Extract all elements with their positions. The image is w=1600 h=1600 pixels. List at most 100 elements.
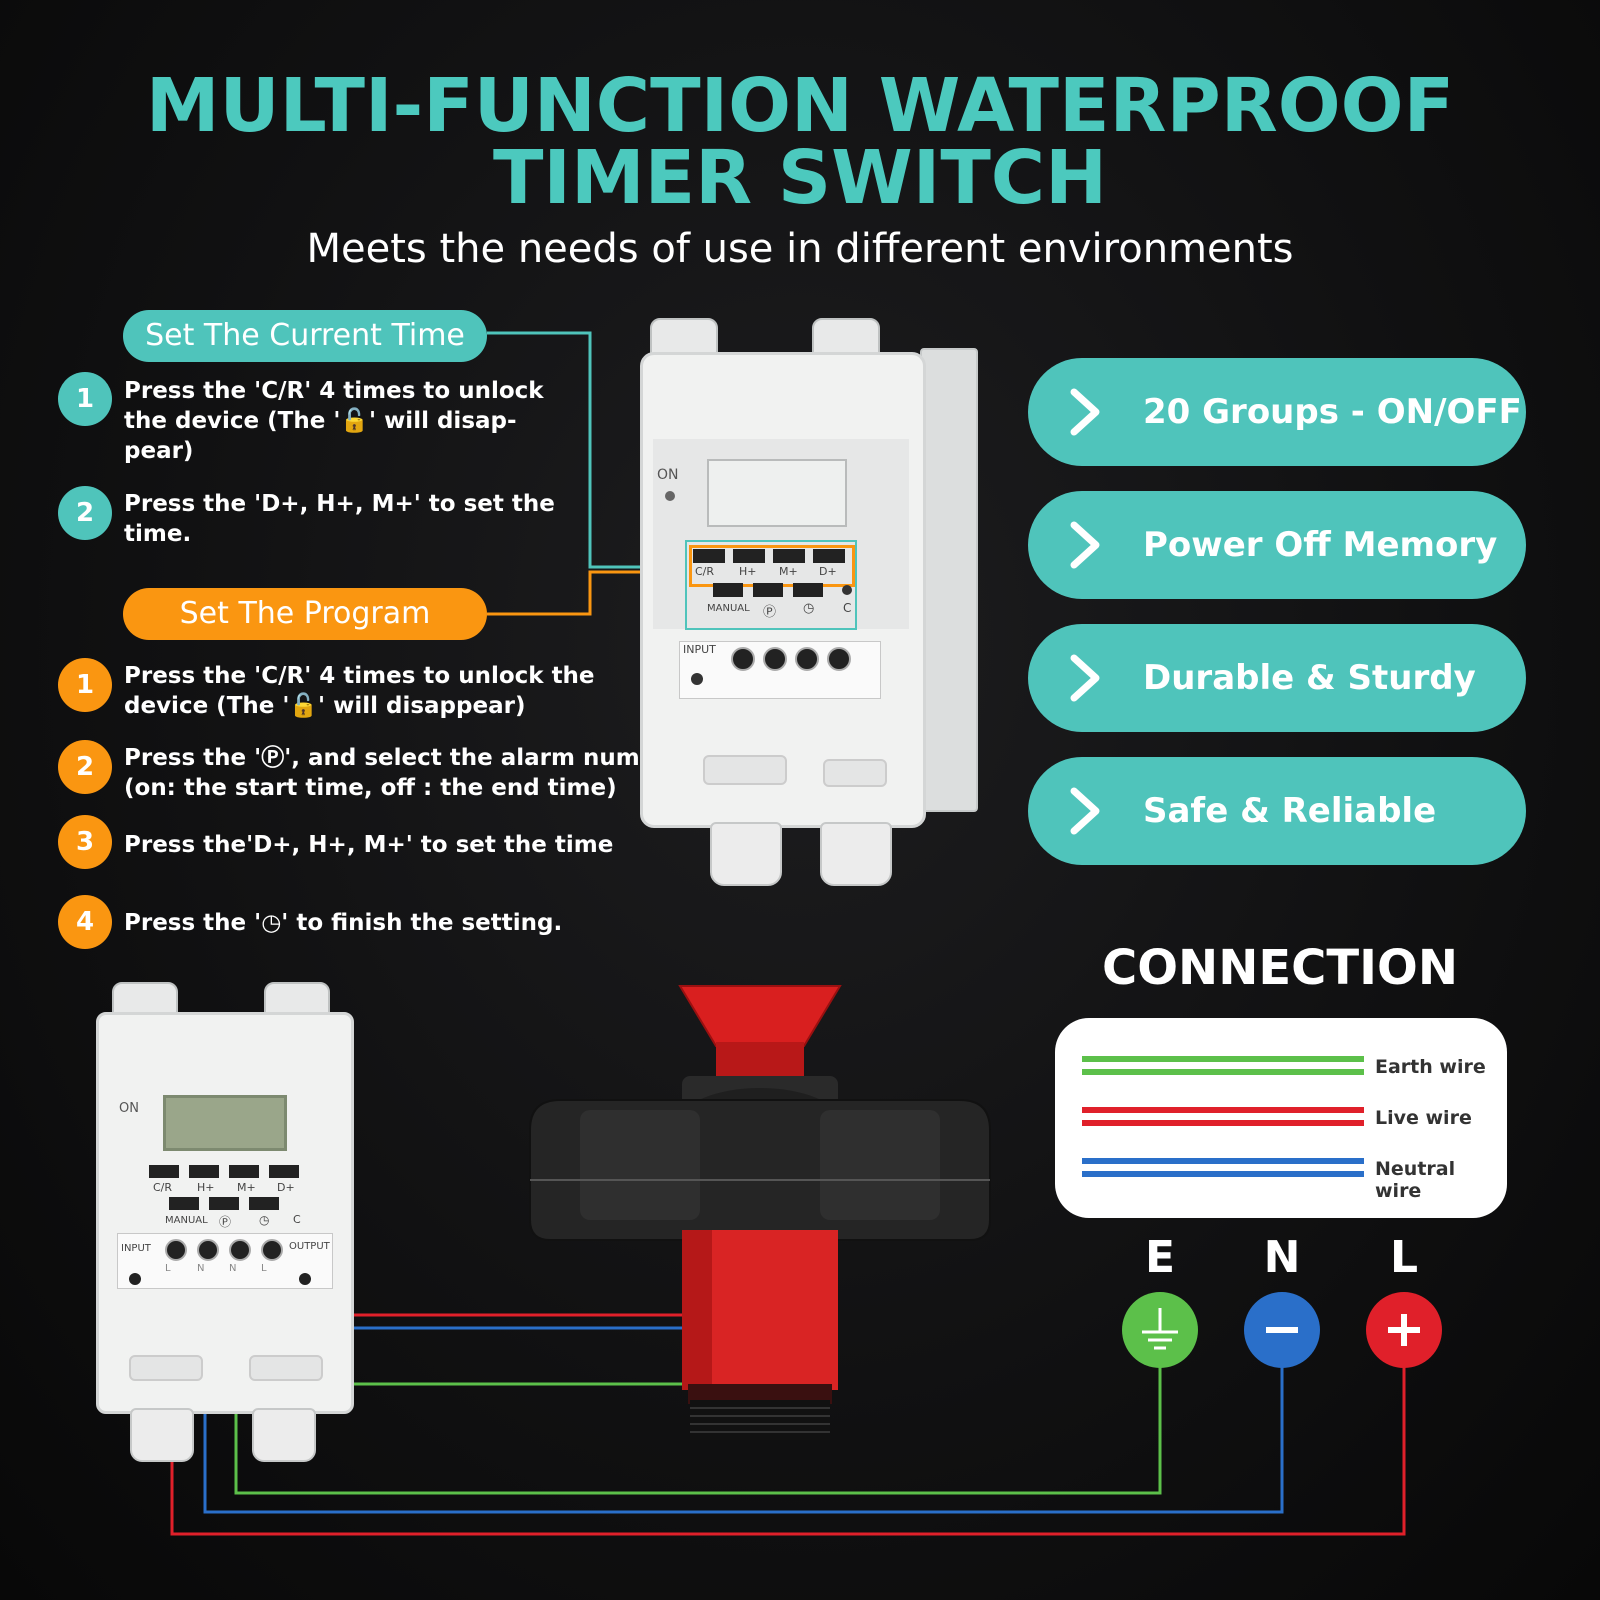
button-m-plus[interactable] [773,549,805,563]
program-step-2: Press the 'Ⓟ', and select the alarm numb… [124,743,683,803]
button-d-plus[interactable] [813,549,845,563]
wire-earth-to-terminal [234,1365,1162,1495]
current-time-step-1-number: 1 [58,372,112,426]
minus-icon [1266,1327,1298,1333]
step-line: device (The '🔓' will disappear) [124,693,526,719]
plus-icon [1388,1314,1420,1346]
label-m-plus: M+ [237,1181,256,1194]
chevron-right-icon [1070,654,1100,702]
feature-memory: Power Off Memory [1028,491,1526,599]
label-h-plus: H+ [197,1181,215,1194]
gland-cap [129,1355,203,1381]
connection-title: CONNECTION [1102,940,1458,996]
page-subtitle: Meets the needs of use in different envi… [306,226,1294,272]
neutral-wire-swatch [1082,1158,1364,1177]
program-step-4: Press the '◷' to finish the setting. [124,908,562,938]
feature-durable: Durable & Sturdy [1028,624,1526,732]
box-body: ON C/R H+ M+ D+ MANUAL Ⓟ ◷ C INPUT OUTPU… [96,1012,354,1414]
feature-groups: 20 Groups - ON/OFF [1028,358,1526,466]
input-dot [129,1273,141,1285]
page-title-line2: TIMER SWITCH [492,135,1108,221]
current-time-pill: Set The Current Time [123,310,487,362]
terminal-screw [795,647,819,671]
current-time-step-2-number: 2 [58,486,112,540]
terminal-label: N [197,1263,205,1274]
terminal-screw [165,1239,187,1261]
feature-safe: Safe & Reliable [1028,757,1526,865]
feature-label: Safe & Reliable [1143,791,1437,831]
pump-cylinder-shade [682,1230,712,1390]
gland-cap [249,1355,323,1381]
label-input: INPUT [683,643,716,656]
page-title-line1: MULTI-FUNCTION WATERPROOF [145,63,1455,149]
terminal-neutral [1244,1292,1320,1368]
terminal-letter-n: N [1263,1232,1301,1283]
feature-label: Durable & Sturdy [1143,658,1476,698]
button-cr[interactable] [693,549,725,563]
clock-icon: ◷ [259,1213,270,1227]
button-m-plus[interactable] [229,1165,259,1178]
terminal-letter-l: L [1389,1232,1419,1283]
terminal-screw [261,1239,283,1261]
terminal-screw [229,1239,251,1261]
cable-gland-right [252,1408,316,1462]
current-time-step-2: Press the 'D+, H+, M+' to set the time. [124,489,555,549]
wire-legend: Earth wire Live wire Neutral wire [1055,1018,1507,1218]
button-h-plus[interactable] [733,549,765,563]
label-h-plus: H+ [739,565,757,578]
program-step-1: Press the 'C/R' 4 times to unlock the de… [124,661,595,721]
terminal-label: L [165,1263,171,1274]
earth-wire-label: Earth wire [1375,1056,1486,1078]
feature-label: 20 Groups - ON/OFF [1143,392,1522,432]
cable-gland-right [820,822,892,886]
chevron-right-icon [1070,521,1100,569]
label-cr: C/R [695,565,715,578]
button-clock[interactable] [793,583,823,597]
chevron-right-icon [1070,388,1100,436]
label-manual: MANUAL [165,1215,208,1226]
button-manual[interactable] [713,583,743,597]
program-icon: Ⓟ [763,605,777,620]
step-line: Press the 'C/R' 4 times to unlock the [124,663,595,689]
program-step-3-number: 3 [58,815,112,869]
program-pill: Set The Program [123,588,487,640]
label-manual: MANUAL [707,603,750,614]
step-line: Press the '◷' to finish the setting. [124,910,563,936]
button-program[interactable] [753,583,783,597]
timer-device-bottom: ON C/R H+ M+ D+ MANUAL Ⓟ ◷ C INPUT OUTPU… [92,982,362,1472]
program-step-3: Press the'D+, H+, M+' to set the time [124,830,613,860]
button-clock[interactable] [249,1197,279,1210]
reset-dot [842,585,852,595]
callout-line-orange [487,570,683,616]
on-led [665,491,675,501]
terminal-screw [731,647,755,671]
program-icon: Ⓟ [219,1215,232,1229]
lcd-screen [707,459,847,527]
on-label: ON [119,1101,139,1116]
terminal-letter-e: E [1144,1232,1176,1283]
button-program[interactable] [209,1197,239,1210]
button-cr[interactable] [149,1165,179,1178]
label-m-plus: M+ [779,565,798,578]
label-c: C [293,1213,301,1226]
cable-gland-left [710,822,782,886]
button-h-plus[interactable] [189,1165,219,1178]
timer-device-top: ON C/R H+ M+ D+ MANUAL Ⓟ ◷ C INPUT [620,318,980,898]
terminal-screw [197,1239,219,1261]
terminal-screw [763,647,787,671]
output-dot [299,1273,311,1285]
label-input: INPUT [121,1243,151,1254]
step-line: Press the 'D+, H+, M+' to set the [124,491,555,517]
program-step-1-number: 1 [58,658,112,712]
on-label: ON [657,467,679,483]
pump-intake [690,1400,830,1440]
terminal-label: L [261,1263,267,1274]
terminal-screw [827,647,851,671]
label-output: OUTPUT [289,1241,330,1252]
highlight-teal [685,540,857,630]
label-c: C [843,601,852,615]
step-line: pear) [124,438,194,464]
button-manual[interactable] [169,1197,199,1210]
gland-cap [703,755,787,785]
button-d-plus[interactable] [269,1165,299,1178]
